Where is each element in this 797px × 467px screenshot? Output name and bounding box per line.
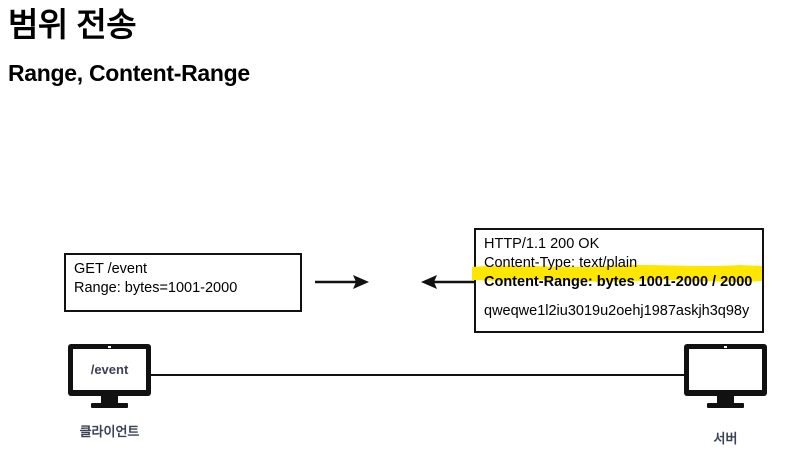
client-monitor-neck — [101, 396, 118, 403]
request-start-line: GET /event — [74, 261, 148, 277]
client-monitor-base — [91, 403, 128, 408]
request-range-header: Range: bytes=1001-2000 — [74, 280, 238, 296]
client-screen-label: /event — [90, 362, 129, 377]
server-webcam-icon — [724, 346, 727, 348]
server-monitor-base — [707, 403, 744, 408]
request-arrow-icon — [315, 271, 369, 293]
client-monitor-icon: /event — [68, 344, 151, 408]
response-status-line: HTTP/1.1 200 OK — [484, 236, 600, 252]
server-monitor-neck — [717, 396, 734, 403]
response-header-body-separator — [484, 292, 762, 302]
server-monitor-icon — [684, 344, 767, 408]
client-monitor-bezel: /event — [68, 344, 151, 396]
server-monitor-screen — [689, 349, 762, 390]
response-arrow-icon — [421, 271, 475, 293]
page-title: 범위 전송 — [8, 6, 137, 43]
client-monitor-screen: /event — [73, 349, 146, 390]
page-subtitle: Range, Content-Range — [8, 60, 250, 86]
http-response-box: HTTP/1.1 200 OK Content-Type: text/plain… — [474, 228, 764, 333]
http-request-box: GET /event Range: bytes=1001-2000 — [64, 253, 302, 312]
client-label: 클라이언트 — [79, 424, 140, 439]
client-webcam-icon — [108, 346, 111, 348]
response-content-range-header: Content-Range: bytes 1001-2000 / 2000 — [484, 274, 753, 290]
response-content-type-header: Content-Type: text/plain — [484, 255, 638, 271]
response-body: qweqwe1l2iu3019u2oehj1987askjh3q98y — [484, 303, 750, 319]
server-label: 서버 — [713, 431, 738, 446]
server-monitor-bezel — [684, 344, 767, 396]
network-link-line — [151, 374, 684, 376]
